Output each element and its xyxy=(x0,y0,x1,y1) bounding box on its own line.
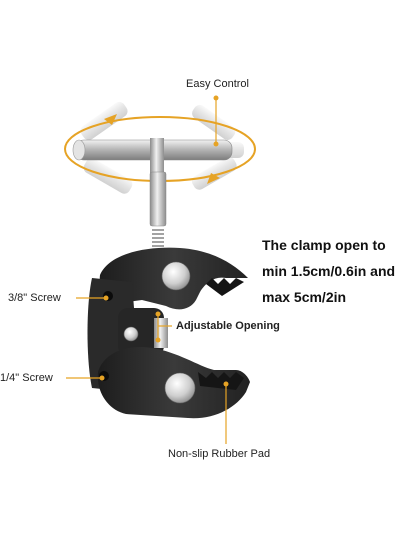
adjustable-opening-label: Adjustable Opening xyxy=(176,320,280,332)
screw-38-label: 3/8" Screw xyxy=(8,292,61,304)
spec-line-3: max 5cm/2in xyxy=(262,289,347,305)
easy-control-label: Easy Control xyxy=(186,78,249,90)
screw-14-label: 1/4" Screw xyxy=(0,372,53,384)
callouts xyxy=(66,95,229,444)
t-handle xyxy=(72,138,233,247)
opening-spec: The clamp open to min 1.5cm/0.6in and ma… xyxy=(262,232,395,310)
rubber-pad-label: Non-slip Rubber Pad xyxy=(168,448,271,460)
spec-line-1: The clamp open to xyxy=(262,237,386,253)
spec-line-2: min 1.5cm/0.6in and xyxy=(262,263,396,279)
clamp-body xyxy=(87,247,250,419)
